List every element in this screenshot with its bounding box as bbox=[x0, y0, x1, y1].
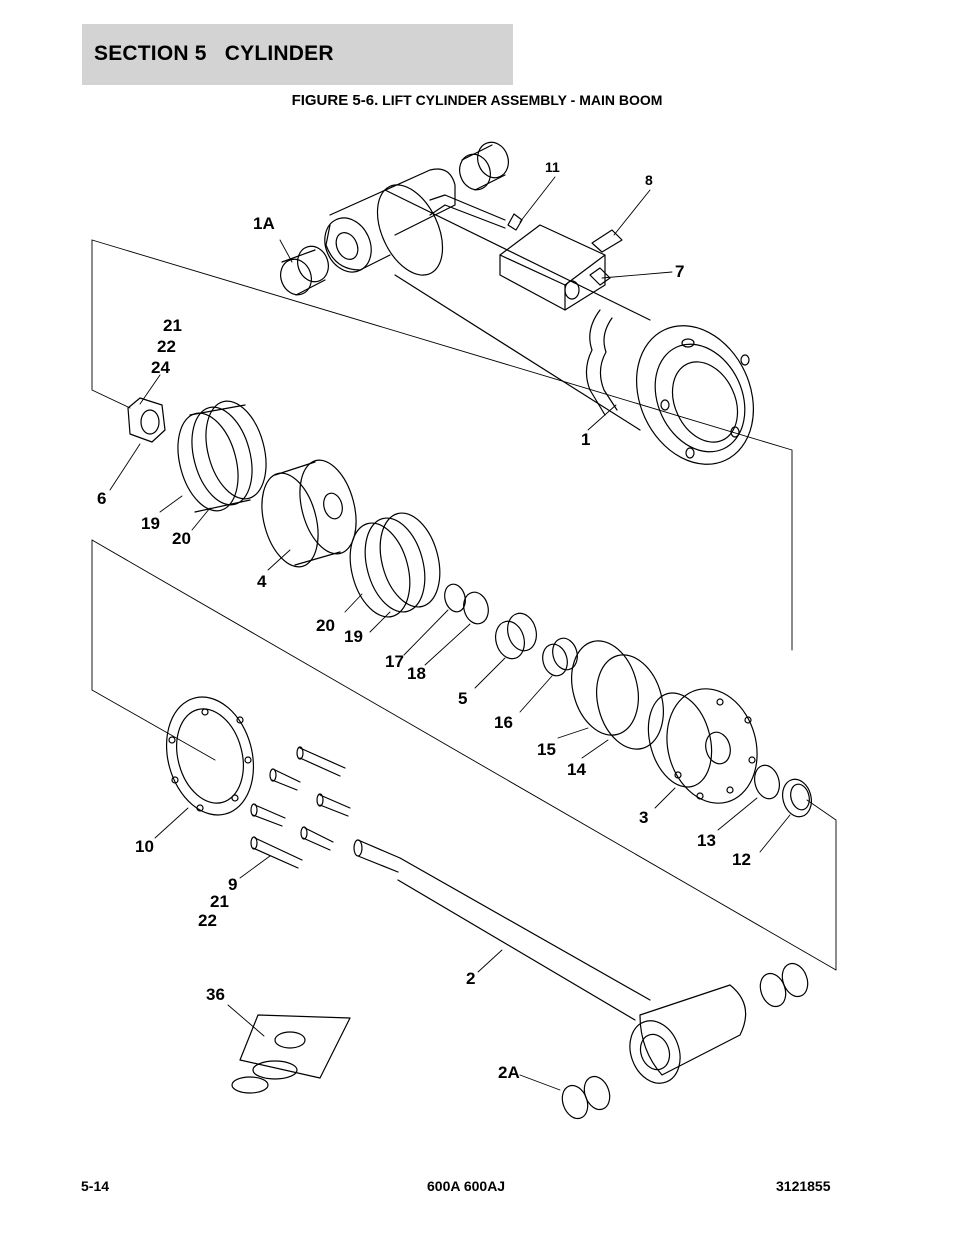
callout-19-right: 19 bbox=[344, 627, 363, 646]
figure-title: LIFT CYLINDER ASSEMBLY - MAIN BOOM bbox=[382, 92, 663, 108]
callout-11: 11 bbox=[545, 159, 560, 175]
part-bushing-16 bbox=[542, 637, 578, 677]
figure-number: FIGURE 5-6. bbox=[291, 92, 379, 109]
part-bushing-rod-end bbox=[759, 962, 809, 1008]
callout-20-left: 20 bbox=[172, 529, 191, 548]
callout-16: 16 bbox=[494, 713, 513, 732]
part-o-rings bbox=[571, 640, 664, 750]
part-piston bbox=[261, 459, 357, 568]
callout-19-left: 19 bbox=[141, 514, 160, 533]
part-piston-rings-right bbox=[349, 512, 441, 618]
callout-17: 17 bbox=[385, 652, 404, 671]
callout-14: 14 bbox=[567, 760, 586, 779]
part-gasket bbox=[165, 696, 255, 816]
part-rod-seals bbox=[754, 764, 812, 818]
callout-13: 13 bbox=[697, 831, 716, 850]
callout-1: 1 bbox=[581, 430, 591, 449]
callout-4: 4 bbox=[257, 572, 267, 591]
footer-model: 600A 600AJ bbox=[427, 1178, 506, 1194]
part-seal-kit bbox=[231, 1014, 351, 1094]
part-spacer bbox=[495, 612, 537, 660]
callout-2: 2 bbox=[466, 969, 476, 988]
callout-5: 5 bbox=[458, 689, 468, 708]
part-bushing-2a bbox=[561, 1075, 611, 1120]
part-valve-block bbox=[499, 213, 623, 311]
callout-15: 15 bbox=[537, 740, 556, 759]
part-small-rings bbox=[444, 583, 489, 625]
callout-8: 8 bbox=[645, 172, 653, 188]
callout-3: 3 bbox=[639, 808, 649, 827]
part-rod bbox=[353, 839, 747, 1084]
part-bolts bbox=[250, 746, 351, 869]
footer-page-number: 5-14 bbox=[81, 1178, 110, 1194]
footer-doc-number: 3121855 bbox=[776, 1178, 831, 1194]
callout-21-top: 21 bbox=[163, 316, 182, 335]
callout-7: 7 bbox=[675, 262, 685, 281]
callout-22-bottom: 22 bbox=[198, 911, 217, 930]
part-barrel bbox=[324, 168, 755, 465]
part-bushing-top bbox=[459, 141, 509, 191]
callout-6: 6 bbox=[97, 489, 107, 508]
callout-18: 18 bbox=[407, 664, 426, 683]
figure-caption: FIGURE 5-6. LIFT CYLINDER ASSEMBLY - MAI… bbox=[0, 92, 954, 109]
assembly-guide-lines bbox=[91, 239, 837, 971]
part-piston-rings-left bbox=[177, 400, 267, 513]
section-title: SECTION 5 CYLINDER bbox=[94, 42, 334, 65]
callout-12: 12 bbox=[732, 850, 751, 869]
callout-10: 10 bbox=[135, 837, 154, 856]
callout-9: 9 bbox=[228, 875, 238, 894]
callout-1a: 1A bbox=[253, 214, 275, 233]
callout-21-bottom: 21 bbox=[210, 892, 229, 911]
part-head bbox=[647, 688, 758, 804]
callout-20-right: 20 bbox=[316, 616, 335, 635]
callout-22-top: 22 bbox=[157, 337, 176, 356]
part-bushing-1a bbox=[280, 245, 329, 296]
section-banner: SECTION 5 CYLINDER bbox=[82, 24, 513, 85]
callout-36: 36 bbox=[206, 985, 225, 1004]
part-locknut bbox=[127, 397, 166, 443]
callout-2a: 2A bbox=[498, 1063, 520, 1082]
callout-24: 24 bbox=[151, 358, 170, 377]
leader-lines bbox=[109, 176, 791, 1091]
